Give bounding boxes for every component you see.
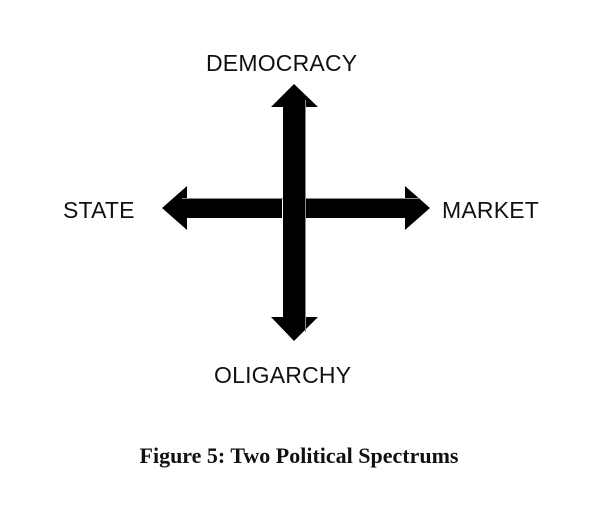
figure-caption: Figure 5: Two Political Spectrums [139, 443, 459, 468]
democracy-label: DEMOCRACY [206, 50, 358, 76]
vertical-arrow [271, 84, 318, 341]
market-label: MARKET [442, 197, 540, 223]
democracy-arrow-head [271, 84, 318, 200]
oligarchy-arrow-head [271, 300, 318, 341]
market-arrow-head [305, 186, 430, 230]
state-arrow-head [162, 186, 282, 230]
oligarchy-label: OLIGARCHY [214, 362, 352, 388]
vertical-arrow-shaft [283, 196, 305, 316]
state-label: STATE [63, 197, 135, 223]
